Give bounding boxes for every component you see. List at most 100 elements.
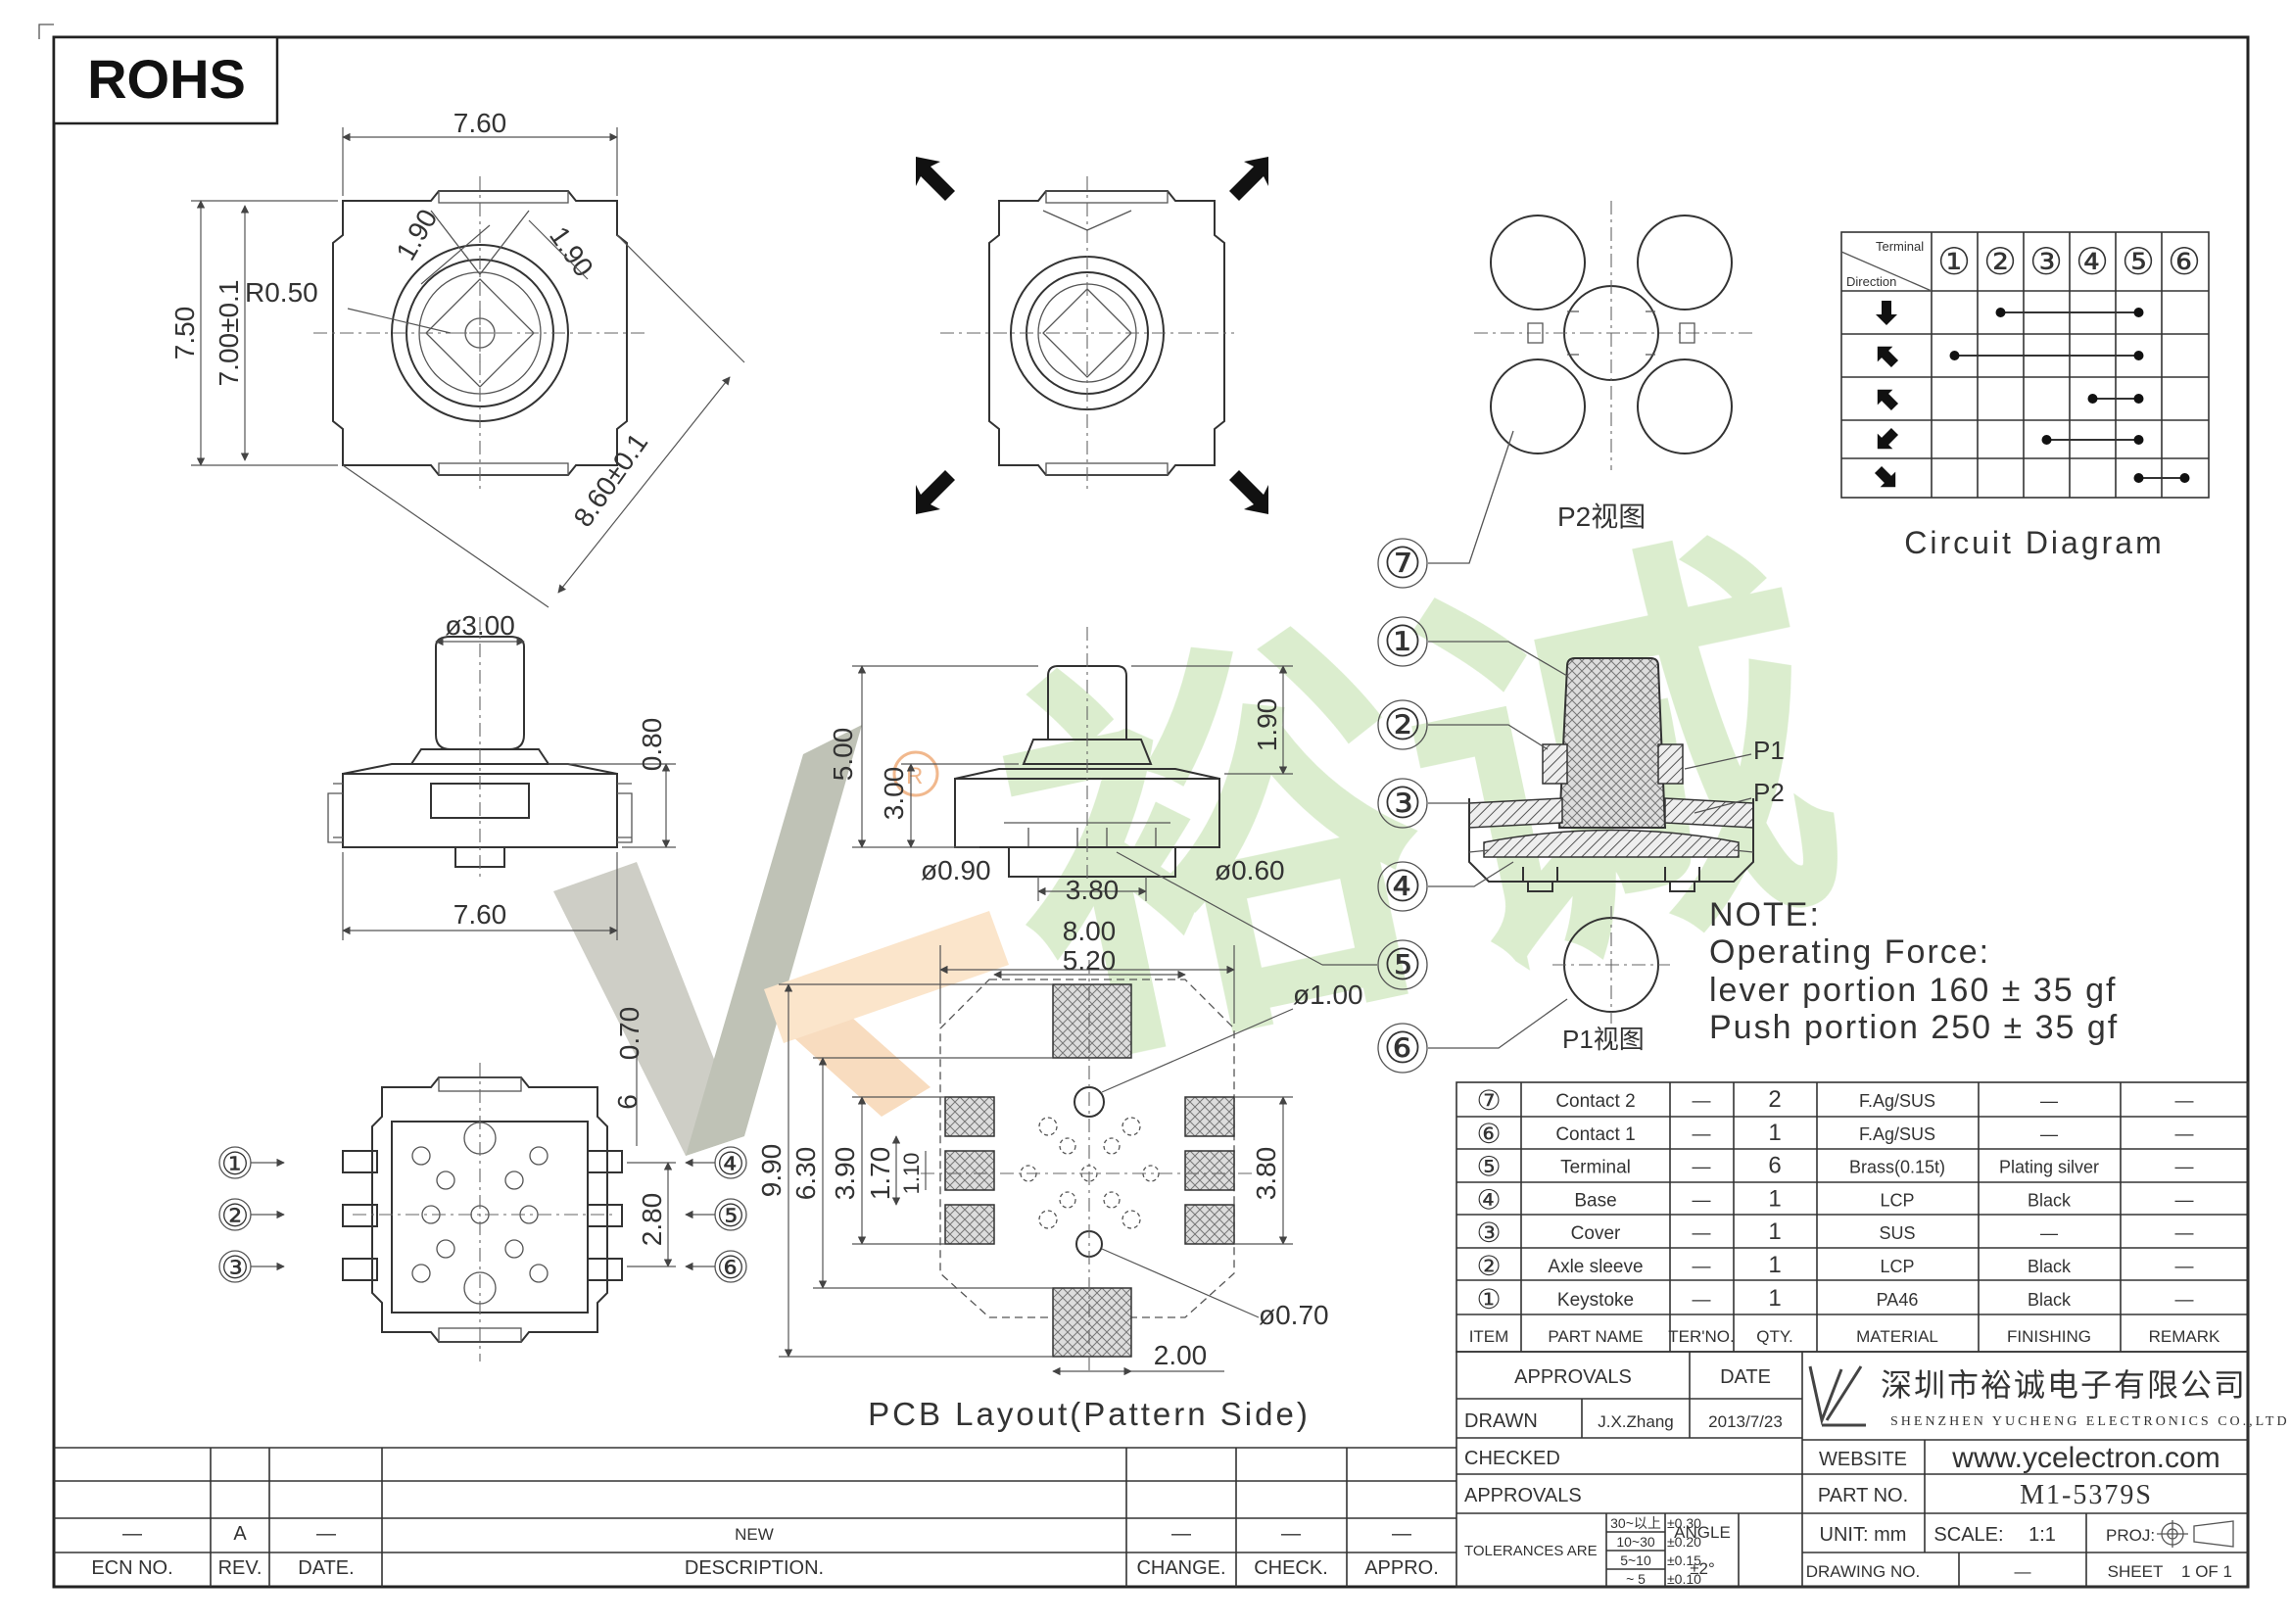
bom-cell-ter: —: [1693, 1257, 1711, 1277]
bom-cell-name: Terminal: [1560, 1158, 1631, 1178]
rev-row-change: —: [1171, 1523, 1191, 1545]
circuit-node: [2133, 394, 2144, 404]
pcb-caption: PCB Layout(Pattern Side): [868, 1396, 1311, 1432]
pcb-pad: [1184, 1204, 1235, 1245]
bom-cell-finishing: Black: [2028, 1190, 2072, 1210]
bom-cell-material: F.Ag/SUS: [1859, 1124, 1935, 1144]
bom-header-ter: TER'NO.: [1668, 1327, 1734, 1346]
bom-header-qty: QTY.: [1756, 1327, 1792, 1346]
pin-diameter2-dim: ø0.60: [1215, 855, 1285, 885]
bom-cell-name: Keystoke: [1557, 1290, 1634, 1311]
pcb-h3-dim: 3.90: [830, 1147, 860, 1201]
circuit-rows: [1874, 301, 2190, 488]
pin-pitch-dim: 3.80: [1066, 875, 1120, 905]
direction-arrow-down-left-icon: [1877, 427, 1899, 450]
bom-cell-remark: —: [2175, 1223, 2194, 1244]
company-logo: [1808, 1365, 1866, 1427]
bom-header-name: PART NAME: [1548, 1327, 1643, 1346]
cross-section: P1 P2: [1468, 657, 1785, 892]
p2-view: P2视图: [1474, 201, 1753, 532]
bottom-pin-callouts: ① ② ③ ④ ⑤ ⑥: [218, 1146, 747, 1285]
side-width-dim: 7.60: [453, 899, 507, 930]
circuit-node: [2133, 308, 2144, 317]
bom-cell-remark: —: [2175, 1158, 2194, 1178]
bom-header-material: MATERIAL: [1856, 1327, 1938, 1346]
tb-angle-val: ±2°: [1690, 1559, 1715, 1578]
tb-part-no: M1-5379S: [2020, 1480, 2153, 1510]
circuit-header-direction: Direction: [1846, 274, 1896, 289]
rohs-badge: ROHS: [87, 48, 246, 110]
rev-row-check: —: [1281, 1523, 1301, 1545]
pin-diameter-dim: ø0.90: [921, 855, 991, 885]
bom-cell-material: LCP: [1880, 1190, 1914, 1210]
circuit-node: [1949, 351, 1960, 360]
bom-cell-finishing: —: [2040, 1124, 2058, 1144]
bom-cell-material: LCP: [1880, 1257, 1914, 1276]
bom-cell-material: F.Ag/SUS: [1859, 1091, 1935, 1111]
rev-row-appro: —: [1392, 1523, 1411, 1545]
tb-drawn: DRAWN: [1464, 1410, 1538, 1432]
bom-cell-item: ①: [1476, 1284, 1501, 1314]
bom-cell-qty: 1: [1768, 1285, 1781, 1312]
bom-cell-remark: —: [2175, 1091, 2194, 1112]
bom-cell-name: Contact 2: [1555, 1091, 1635, 1112]
top-view: 7.60 7.50 7.00±0.1 R0.50 1.90 1.90 8.60±…: [169, 108, 745, 608]
title-block: APPROVALS DATE DRAWN J.X.Zhang 2013/7/23…: [1456, 1351, 2287, 1588]
bom-cell-qty: 1: [1768, 1185, 1781, 1212]
tol-value: ±0.15: [1667, 1552, 1701, 1568]
top-height-dim: 7.50: [169, 307, 200, 360]
bom-cell-finishing: Black: [2028, 1290, 2072, 1310]
circuit-title: Circuit Diagram: [1904, 525, 2164, 560]
tb-sheet-label: SHEET: [2108, 1562, 2164, 1581]
p2-view-label: P2视图: [1557, 502, 1646, 532]
tb-tolerances: TOLERANCES ARE: [1464, 1543, 1598, 1559]
direction-arrow-up-left: [916, 157, 955, 201]
bom-cell-remark: —: [2175, 1190, 2194, 1211]
tb-scale: 1:1: [2028, 1524, 2056, 1546]
rev-row-desc: NEW: [735, 1525, 774, 1544]
callouts: ⑦ ① ② ③ ④ ⑤ ⑥ P1视图: [1322, 430, 1670, 1074]
rohs-badge-box: [52, 35, 279, 125]
tb-sheet: 1 OF 1: [2181, 1562, 2232, 1581]
bom-cell-material: SUS: [1879, 1223, 1915, 1243]
rev-header-rev: REV.: [218, 1557, 263, 1579]
tol-range: ~ 5: [1626, 1571, 1646, 1587]
bom-cell-item: ③: [1476, 1218, 1501, 1248]
tol-value: ±0.30: [1667, 1515, 1701, 1531]
bom-cell-finishing: —: [2040, 1223, 2058, 1243]
bottom-view: ① ② ③ ④ ⑤ ⑥ 2.80 0.70 6: [218, 1007, 747, 1361]
circuit-node: [2133, 435, 2144, 445]
bom-cell-name: Contact 1: [1555, 1124, 1635, 1145]
watermark-logo: 裕诚 R: [553, 498, 1869, 1156]
bom-cell-item: ⑤: [1476, 1152, 1501, 1182]
pcb-h6-dim: 3.80: [1251, 1147, 1281, 1201]
callout: ②: [1383, 701, 1421, 749]
bom-cell-item: ④: [1476, 1184, 1501, 1215]
bom-cell-ter: —: [1693, 1124, 1711, 1145]
body-height-dim: 3.00: [879, 767, 909, 821]
tb-angle: ANGLE: [1674, 1523, 1731, 1542]
pin-label: ①: [221, 1146, 250, 1181]
circuit-diagram: Terminal Direction ① ② ③ ④ ⑤ ⑥ Circuit D…: [1840, 231, 2210, 560]
circuit-node: [2133, 473, 2144, 483]
rev-header-check: CHECK.: [1254, 1557, 1328, 1579]
tb-part-no-label: PART NO.: [1818, 1485, 1908, 1506]
pin-label: ⑤: [717, 1198, 745, 1233]
pcb-pad: [1184, 1096, 1235, 1137]
callout: ⑦: [1383, 540, 1421, 588]
pcb-pad: [1184, 1150, 1235, 1191]
bom-cell-ter: —: [1693, 1158, 1711, 1178]
p2-marker: P2: [1753, 778, 1785, 807]
tb-scale-label: SCALE:: [1933, 1524, 2003, 1546]
circuit-node: [2133, 351, 2144, 360]
circuit-node: [2087, 394, 2098, 404]
bom-cell-remark: —: [2175, 1290, 2194, 1311]
pcb-hole2-dim: ø0.70: [1259, 1300, 1329, 1330]
terminal-label: ③: [2029, 242, 2063, 283]
bom-cell-item: ②: [1476, 1251, 1501, 1281]
tb-website: www.ycelectron.com: [1951, 1442, 2219, 1474]
